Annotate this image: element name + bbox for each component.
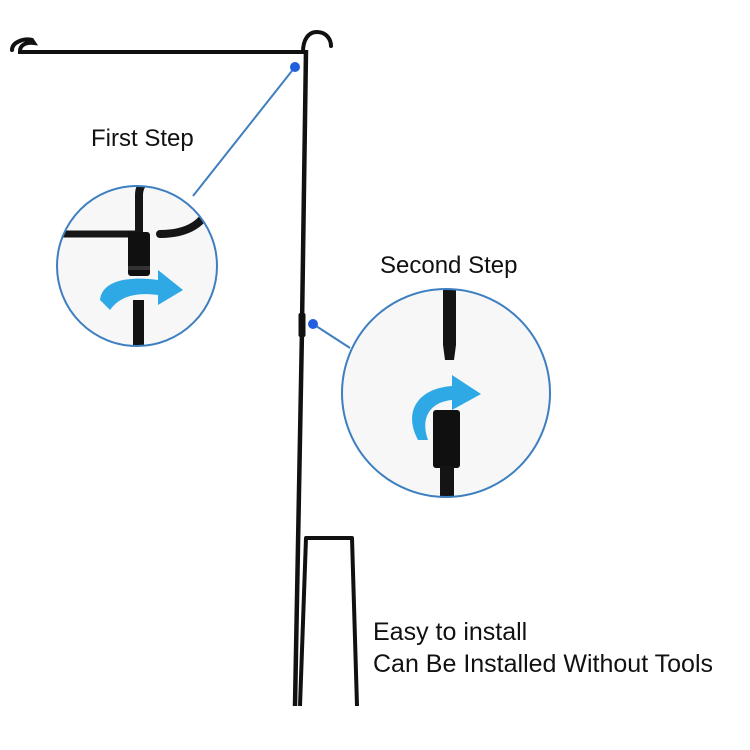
upper-pole bbox=[299, 49, 309, 326]
second-step-detail bbox=[342, 289, 550, 497]
footer-line-2: Can Be Installed Without Tools bbox=[373, 650, 713, 678]
right-hook bbox=[301, 29, 333, 54]
flag-stand bbox=[10, 29, 359, 707]
top-arm bbox=[10, 37, 307, 54]
callout-leader-1 bbox=[192, 66, 296, 197]
callout-leader-2 bbox=[312, 323, 351, 349]
lower-pole bbox=[292, 329, 305, 707]
first-step-detail bbox=[57, 186, 217, 346]
second-step-label: Second Step bbox=[380, 252, 517, 279]
callout-ring-2 bbox=[341, 288, 551, 498]
first-step-label: First Step bbox=[91, 125, 194, 152]
footer-line-1: Easy to install bbox=[373, 618, 527, 646]
marker-dot-1 bbox=[290, 62, 300, 72]
marker-dot-2 bbox=[308, 319, 318, 329]
second-step-callout: Second Step bbox=[308, 252, 551, 498]
first-step-callout: First Step bbox=[56, 62, 300, 347]
ground-stake bbox=[298, 536, 359, 707]
callout-ring-1 bbox=[56, 185, 218, 347]
